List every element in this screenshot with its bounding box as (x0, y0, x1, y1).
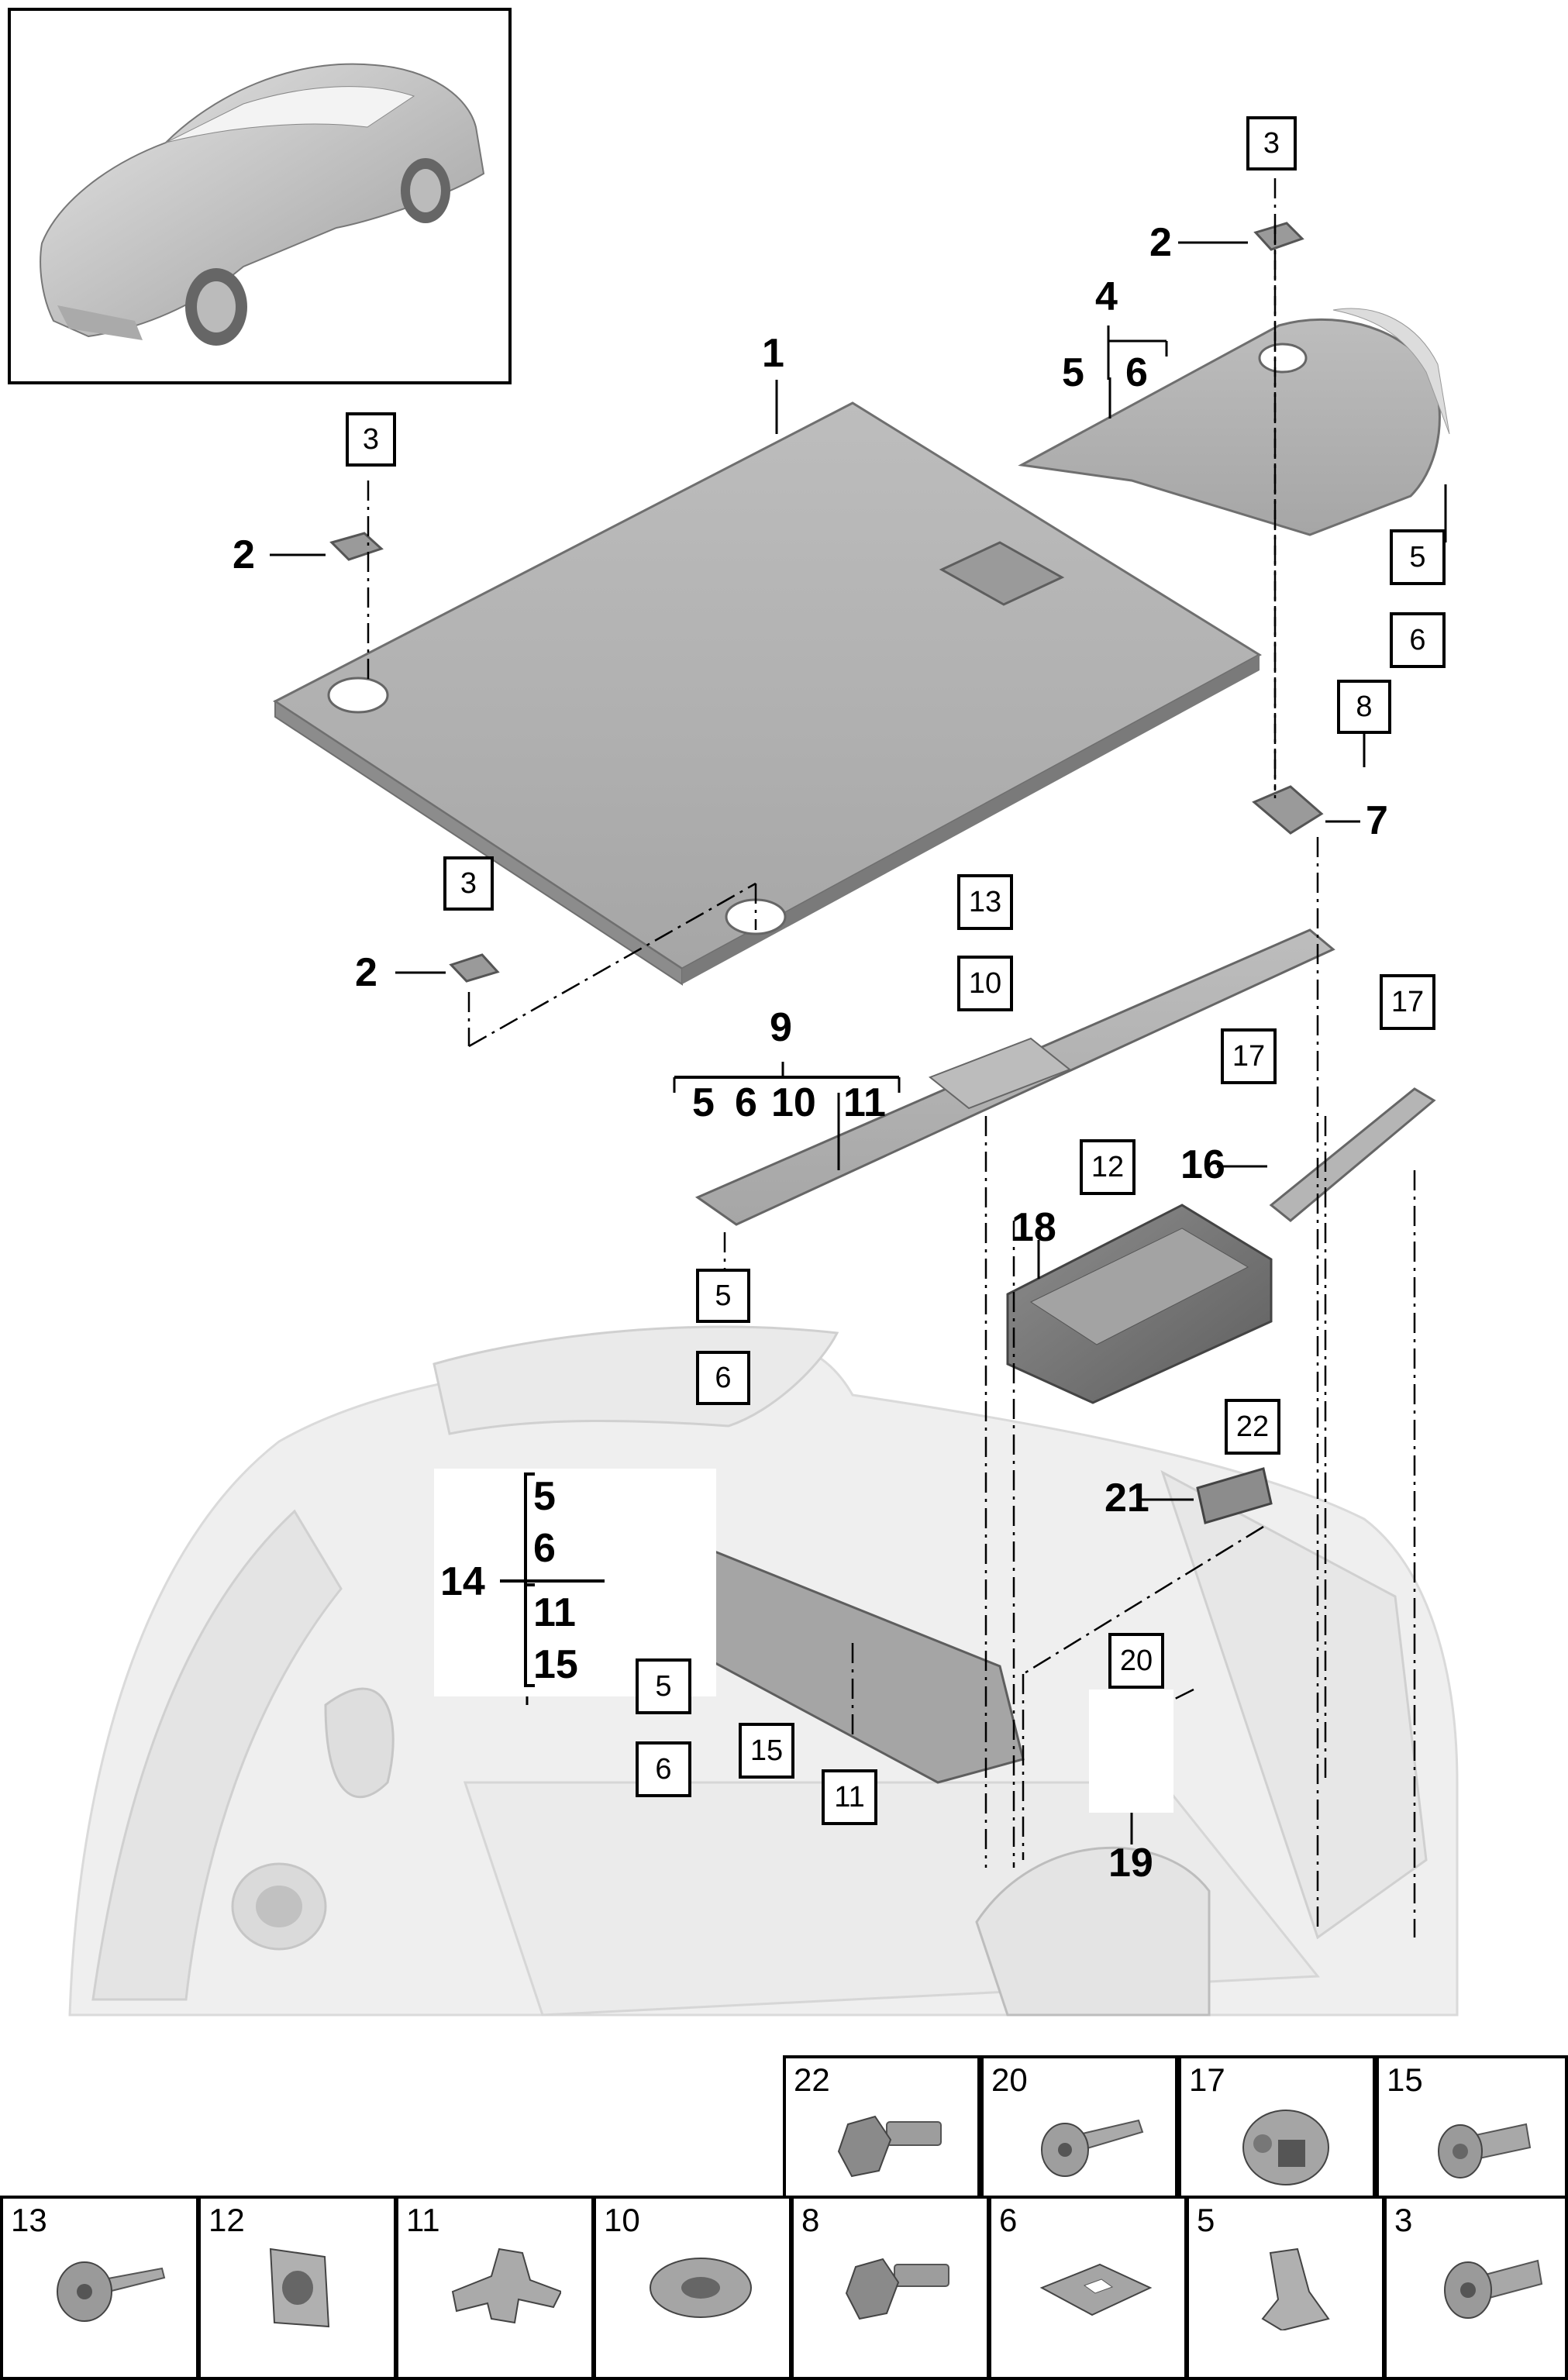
parts-cell-number: 10 (604, 2202, 640, 2238)
parts-cell-6: 6 (988, 2196, 1187, 2380)
part-16-rail (1269, 1087, 1436, 1222)
parts-cell-number: 22 (794, 2061, 830, 2098)
part-1-floor-panel (273, 401, 1262, 986)
parts-cell-number: 20 (991, 2061, 1028, 2098)
label-part-19: 19 (1108, 1841, 1153, 1886)
parts-cell-number: 8 (801, 2202, 820, 2238)
callout-6-mid: 6 (696, 1351, 750, 1405)
part-18-foam-tray (1006, 1204, 1273, 1404)
washer-icon (650, 2258, 752, 2318)
parts-cell-20: 20 (980, 2055, 1178, 2199)
parts-cell-8: 8 (791, 2196, 990, 2380)
label-part-14-sub-15: 15 (533, 1642, 578, 1687)
group-brackets (500, 1076, 899, 1687)
parts-cell-number: 12 (208, 2202, 245, 2238)
parts-cell-22: 22 (783, 2055, 980, 2199)
label-part-4-sub-5: 5 (1062, 350, 1084, 395)
part-9-cross-member (694, 928, 1335, 1226)
label-part-4: 4 (1095, 274, 1118, 319)
callout-5-low: 5 (636, 1658, 691, 1714)
parts-cell-15: 15 (1376, 2055, 1568, 2199)
parts-cell-number: 6 (999, 2202, 1018, 2238)
label-19-backdrop (1089, 1689, 1173, 1813)
parts-cell-number: 5 (1197, 2202, 1215, 2238)
callout-22: 22 (1225, 1399, 1280, 1455)
parts-cell-number: 13 (11, 2202, 47, 2238)
label-part-2c: 2 (355, 950, 377, 995)
label-part-9-sub-10: 10 (771, 1080, 816, 1125)
callout-17-left: 17 (1221, 1028, 1277, 1084)
parts-cell-17: 17 (1178, 2055, 1376, 2199)
pan-screw-icon (57, 2261, 166, 2322)
label-part-14-sub-6: 6 (533, 1526, 556, 1571)
label-part-16: 16 (1180, 1142, 1225, 1187)
part-7-bracket (1252, 785, 1324, 835)
spring-clip-icon (1261, 2247, 1330, 2330)
callout-11: 11 (822, 1769, 877, 1825)
label-part-9-sub-5: 5 (692, 1080, 715, 1125)
label-part-9-sub-6: 6 (735, 1080, 757, 1125)
vehicle-thumbnail-frame (8, 8, 512, 384)
callout-17-right: 17 (1380, 974, 1435, 1030)
parts-cell-13: 13 (0, 2196, 199, 2380)
label-part-2b: 2 (1149, 220, 1172, 265)
label-part-18: 18 (1011, 1205, 1056, 1250)
label-part-2a: 2 (233, 532, 255, 577)
label-part-7: 7 (1366, 798, 1388, 843)
parts-cell-10: 10 (593, 2196, 792, 2380)
callout-5-right: 5 (1390, 529, 1446, 585)
label-part-9: 9 (770, 1005, 792, 1050)
callout-12: 12 (1080, 1139, 1136, 1195)
label-part-14-sub-5: 5 (533, 1474, 556, 1519)
label-part-4-sub-6: 6 (1125, 350, 1148, 395)
callout-6-low: 6 (636, 1741, 691, 1797)
torx-bolt-icon (1444, 2259, 1543, 2319)
parts-cell-5: 5 (1186, 2196, 1385, 2380)
parts-cell-number: 3 (1394, 2202, 1413, 2238)
parts-cell-number: 17 (1189, 2061, 1225, 2098)
part-2-clip-c (449, 953, 500, 983)
clip-nut-icon (269, 2247, 330, 2328)
callout-3-lower: 3 (443, 856, 494, 911)
hex-bolt-icon (845, 2258, 949, 2320)
part-2-clip-a (329, 532, 384, 561)
callout-13: 13 (957, 874, 1013, 930)
parts-cell-3: 3 (1384, 2196, 1568, 2380)
label-part-21: 21 (1104, 1476, 1149, 1521)
part-21-module (1196, 1467, 1273, 1524)
label-part-9-sub-11: 11 (843, 1080, 886, 1125)
parts-cell-number: 15 (1387, 2061, 1423, 2098)
foam-pad-icon (1039, 2263, 1153, 2316)
label-part-1: 1 (762, 331, 784, 376)
parts-cell-number: 11 (406, 2202, 440, 2238)
torx-screw-icon (1041, 2119, 1144, 2177)
part-4-side-cover (1018, 308, 1450, 536)
callout-20: 20 (1108, 1633, 1164, 1689)
callout-15: 15 (739, 1723, 794, 1779)
parts-cell-12: 12 (198, 2196, 397, 2380)
hex-bolt-icon (837, 2115, 942, 2178)
flange-screw-icon (1438, 2123, 1532, 2179)
dash-dot-lines (367, 178, 1416, 1937)
label-part-14-sub-11: 11 (533, 1590, 576, 1635)
callout-10: 10 (957, 956, 1013, 1011)
callout-3-top: 3 (1246, 116, 1297, 170)
car-thumbnail-image (40, 63, 485, 346)
retaining-clip-icon (451, 2247, 561, 2324)
square-nut-icon (1242, 2110, 1329, 2185)
callout-5-mid: 5 (696, 1269, 750, 1323)
label-part-14: 14 (440, 1559, 485, 1604)
callout-8: 8 (1337, 680, 1391, 734)
parts-cell-11: 11 (395, 2196, 594, 2380)
callout-6-right: 6 (1390, 612, 1446, 668)
part-2-clip-b (1253, 222, 1304, 251)
callout-3-left: 3 (346, 412, 396, 467)
